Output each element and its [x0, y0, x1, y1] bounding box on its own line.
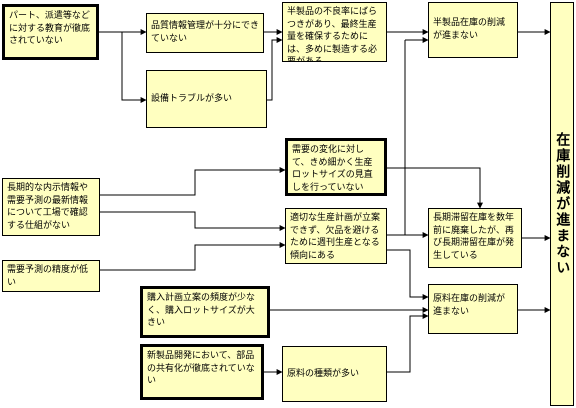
arrow-n1-n3	[121, 32, 147, 103]
arrow-n9-n13	[387, 249, 429, 300]
arrow-n8-n9	[100, 211, 286, 231]
arrow-n15-n13	[387, 313, 429, 373]
node-quality-info-management: 品質情報管理が十分にできていない	[146, 13, 264, 53]
arrow-n11-n9	[100, 242, 286, 271]
node-production-planning: 適切な生産計画が立案できず、欠品を避けるために週刊生産となる傾向にある	[285, 208, 387, 264]
node-long-term-info: 長期的な内示情報や需要予測の最新情報について工場で確認する仕組がない	[2, 178, 100, 236]
node-raw-material-inventory: 原料在庫の削減が進まない	[428, 284, 518, 334]
arrow-n7-n10	[387, 167, 483, 209]
arrow-n8-n7	[100, 167, 286, 196]
node-semi-finished-inventory: 半製品在庫の削減が進まない	[428, 2, 518, 58]
node-parts-commonality: 新製品開発において、部品の共有化が徹底されていない	[140, 344, 264, 400]
node-defect-rate-variance: 半製品の不良率にばらつきがあり、最終生産量を確保するためには、多めに製造する必要…	[282, 2, 387, 62]
node-purchase-planning: 購入計画立案の頻度が少なく、購入ロットサイズが大きい	[140, 286, 270, 338]
node-long-term-stagnant-inventory: 長期滞留在庫を数年前に廃棄したが、再び長期滞留在庫が発生している	[428, 208, 522, 268]
node-forecast-accuracy: 需要予測の精度が低い	[2, 260, 100, 292]
node-lot-size-review: 需要の変化に対して、きめ細かく生産ロットサイズの見直しを行っていない	[285, 138, 387, 196]
node-equipment-trouble: 設備トラブルが多い	[146, 70, 267, 128]
arrow-n3-n4	[267, 37, 283, 101]
node-staff-education: パート、派遣等などに対する教育が徹底されていない	[2, 4, 99, 60]
node-raw-material-variety: 原料の種類が多い	[282, 346, 387, 402]
node-inventory-reduction-goal: 在庫削減が進まない	[550, 2, 574, 406]
